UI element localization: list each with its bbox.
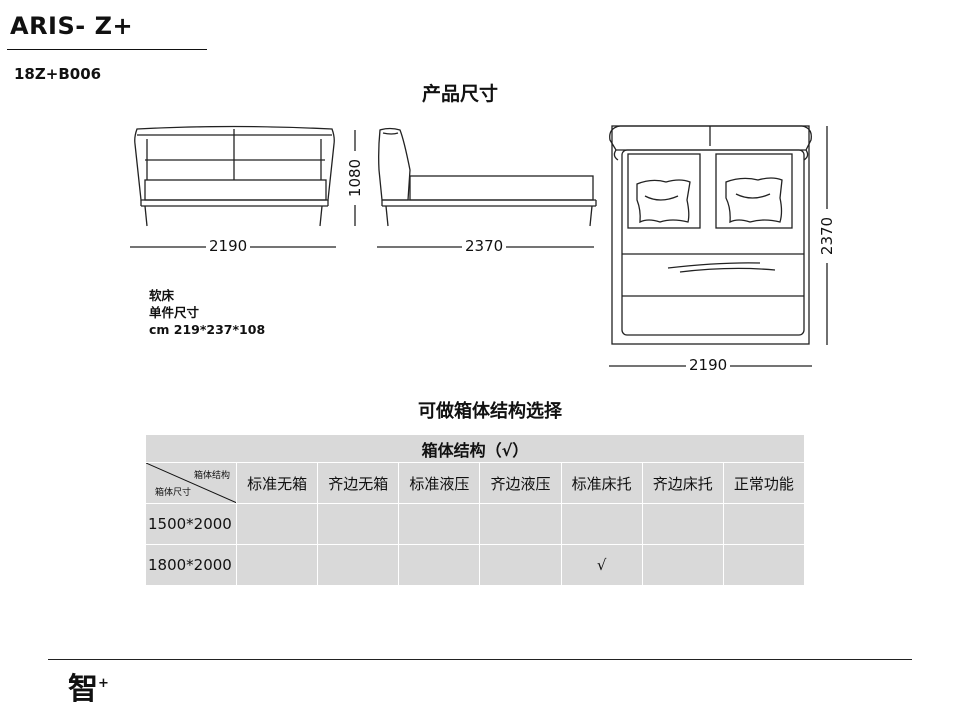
option-cell — [479, 544, 562, 586]
model-code: 18Z+B006 — [14, 65, 102, 83]
spec-label: 单件尺寸 — [149, 305, 200, 320]
dimensions-heading: 产品尺寸 — [421, 83, 498, 105]
row-size-cell: 1500*2000 — [145, 503, 237, 545]
corner-diagonal — [146, 463, 236, 503]
column-header: 标准液压 — [398, 462, 481, 504]
column-header: 正常功能 — [722, 462, 806, 504]
option-cell — [398, 503, 481, 545]
option-cell — [722, 544, 806, 586]
corner-header-cell: 箱体结构 箱体尺寸 — [145, 462, 237, 504]
table-header-row: 箱体结构 箱体尺寸 标准无箱 齐边无箱 标准液压 齐边液压 标准床托 齐边床托 … — [145, 462, 806, 504]
corner-top-label: 箱体结构 — [193, 471, 230, 481]
options-heading: 可做箱体结构选择 — [418, 401, 562, 422]
front-view-drawing — [134, 125, 335, 227]
height-label: 1080 — [345, 151, 365, 205]
option-cell — [235, 503, 319, 545]
table-title-row: 箱体结构（√） — [145, 434, 805, 463]
side-view-drawing — [378, 127, 597, 227]
title-underline — [7, 49, 207, 50]
table-row: 1800*2000 √ — [145, 544, 806, 586]
column-header: 齐边液压 — [479, 462, 562, 504]
row-size-cell: 1800*2000 — [145, 544, 237, 586]
column-header: 标准床托 — [560, 462, 643, 504]
bed-drawings — [130, 125, 828, 367]
column-header: 标准无箱 — [235, 462, 319, 504]
option-cell — [479, 503, 562, 545]
top-width-label: 2190 — [686, 356, 731, 374]
options-table: 箱体结构（√） 箱体结构 箱体尺寸 标准无箱 齐边无箱 标准液压 齐边液压 标准… — [145, 434, 806, 586]
table-row: 1500*2000 — [145, 503, 806, 545]
logo-plus: + — [98, 675, 109, 691]
option-cell — [398, 544, 481, 586]
spec-type: 软床 — [149, 288, 175, 303]
option-cell — [317, 503, 400, 545]
option-cell — [235, 544, 319, 586]
brand-logo: 智+ — [68, 664, 109, 708]
option-cell — [317, 544, 400, 586]
option-cell: √ — [560, 544, 643, 586]
option-cell — [641, 544, 724, 586]
column-header: 齐边无箱 — [317, 462, 400, 504]
front-width-label: 2190 — [206, 237, 251, 255]
option-cell — [560, 503, 643, 545]
corner-bottom-label: 箱体尺寸 — [155, 488, 192, 498]
column-header: 齐边床托 — [641, 462, 724, 504]
top-length-label: 2370 — [817, 209, 837, 263]
footer-rule — [48, 659, 912, 660]
spec-block: 软床 单件尺寸 cm 219*237*108 — [149, 287, 265, 338]
logo-mark: 智 — [68, 672, 98, 707]
top-view-drawing — [609, 125, 812, 345]
table-title: 箱体结构（√） — [145, 434, 805, 463]
spec-size: cm 219*237*108 — [149, 322, 266, 337]
side-length-label: 2370 — [462, 237, 507, 255]
option-cell — [722, 503, 806, 545]
model-title: ARIS- Z+ — [10, 12, 134, 40]
option-cell — [641, 503, 724, 545]
